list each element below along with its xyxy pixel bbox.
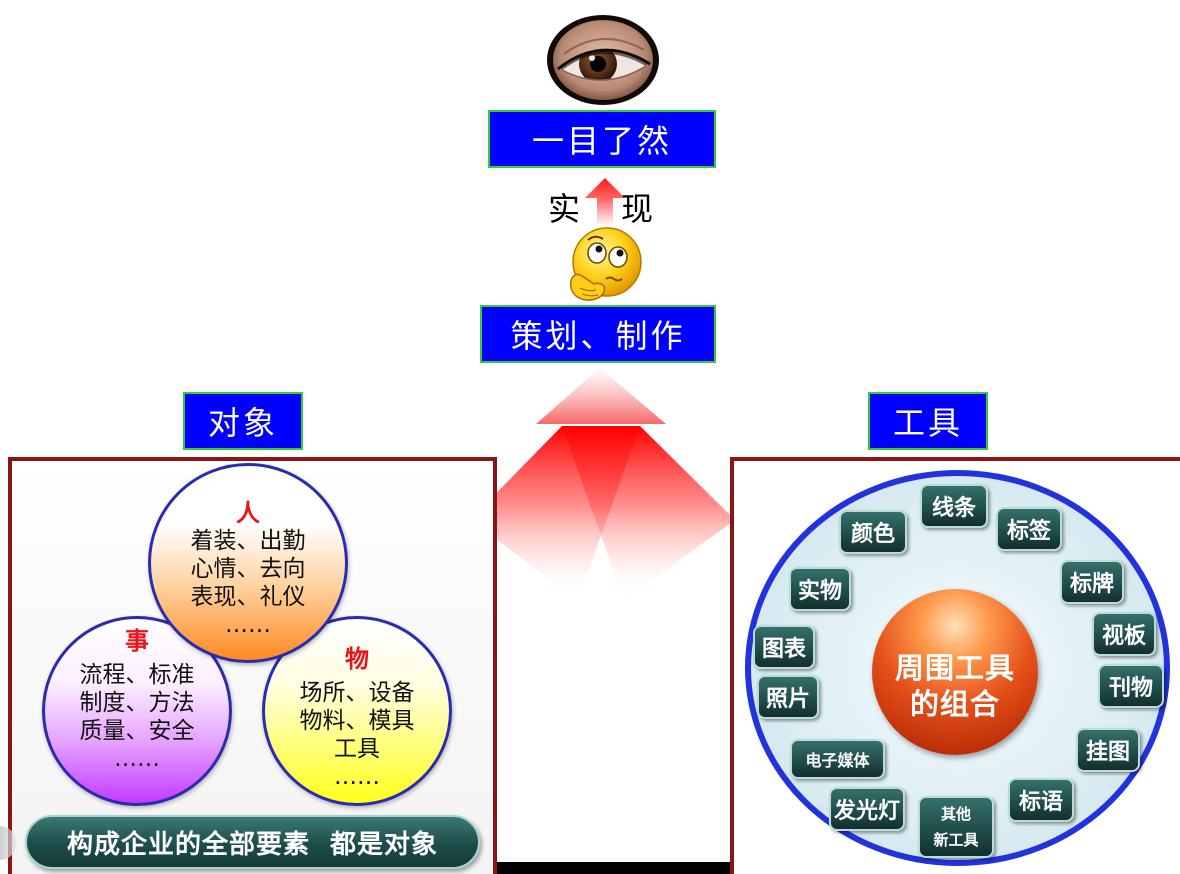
tool-tag-slogans: 标语	[1008, 778, 1074, 822]
circle-affairs: 事 流程、标准 制度、方法 质量、安全 ……	[42, 616, 232, 806]
tool-tag-visual-board: 视板	[1092, 612, 1156, 656]
objects-banner: 构成企业的全部要素 都是对象	[25, 815, 480, 869]
tool-tag-charts: 图表	[753, 625, 815, 669]
circle-line: 表现、礼仪	[190, 584, 306, 610]
circle-line: ……	[114, 746, 160, 772]
circle-line: 质量、安全	[79, 718, 195, 744]
tool-tag-publications: 刊物	[1098, 664, 1164, 708]
circle-title: 事	[125, 627, 149, 655]
tool-tag-labels: 标签	[996, 507, 1062, 551]
tag-line: 新工具	[933, 831, 979, 849]
circle-person: 人 着装、出勤 心情、去向 表现、礼仪 ……	[148, 463, 348, 663]
circle-line: 流程、标准	[79, 662, 195, 688]
tools-center-sphere: 周围工具 的组合	[872, 589, 1038, 755]
tool-tag-lines: 线条	[920, 484, 988, 528]
tool-tag-light: 发光灯	[829, 787, 905, 831]
big-arrow-band-right	[562, 426, 735, 600]
circle-title: 物	[345, 645, 369, 673]
tool-tag-wall-charts: 挂图	[1076, 728, 1140, 772]
tools-title-box: 工具	[868, 392, 988, 450]
arrow-label-right: 现	[621, 190, 654, 228]
tag-line: 其他	[940, 805, 971, 823]
circle-title: 人	[236, 499, 260, 527]
tool-tag-colors: 颜色	[839, 510, 907, 554]
objects-title-box: 对象	[183, 392, 303, 450]
goal-box: 一目了然	[488, 110, 716, 168]
circle-line: 着装、出勤	[190, 528, 306, 554]
circle-things: 物 场所、设备 物料、模具 工具 ……	[262, 616, 452, 806]
watermark-logo	[0, 826, 16, 860]
center-line: 周围工具	[894, 651, 1015, 685]
tool-tag-physical: 实物	[789, 567, 851, 611]
tool-tag-signboards: 标牌	[1060, 560, 1124, 604]
thinking-face-icon	[569, 227, 642, 301]
circle-line: 心情、去向	[190, 556, 306, 582]
eye-icon	[547, 15, 659, 105]
tool-tag-photos: 照片	[757, 675, 819, 719]
small-up-arrow	[585, 178, 625, 226]
circle-line: ……	[225, 612, 271, 638]
big-arrow-head	[536, 368, 666, 424]
circle-line: 物料、模具	[299, 708, 415, 734]
tool-tag-e-media: 电子媒体	[790, 739, 885, 779]
planning-box: 策划、制作	[480, 305, 716, 363]
tool-tag-other: 其他 新工具	[918, 796, 994, 858]
objects-panel: 人 着装、出勤 心情、去向 表现、礼仪 …… 事 流程、标准 制度、方法 质量、…	[8, 457, 497, 874]
arrow-label-left: 实	[548, 190, 581, 228]
circle-line: 工具	[334, 736, 380, 762]
circle-line: 场所、设备	[299, 680, 415, 706]
center-line: 的组合	[909, 687, 1000, 721]
circle-line: ……	[334, 764, 380, 790]
circle-line: 制度、方法	[79, 690, 195, 716]
tools-panel: 周围工具 的组合 线条 标签 标牌 视板 刊物 挂图 标语 发光灯 电子媒体 照…	[730, 457, 1180, 874]
bottom-bar	[497, 862, 730, 874]
